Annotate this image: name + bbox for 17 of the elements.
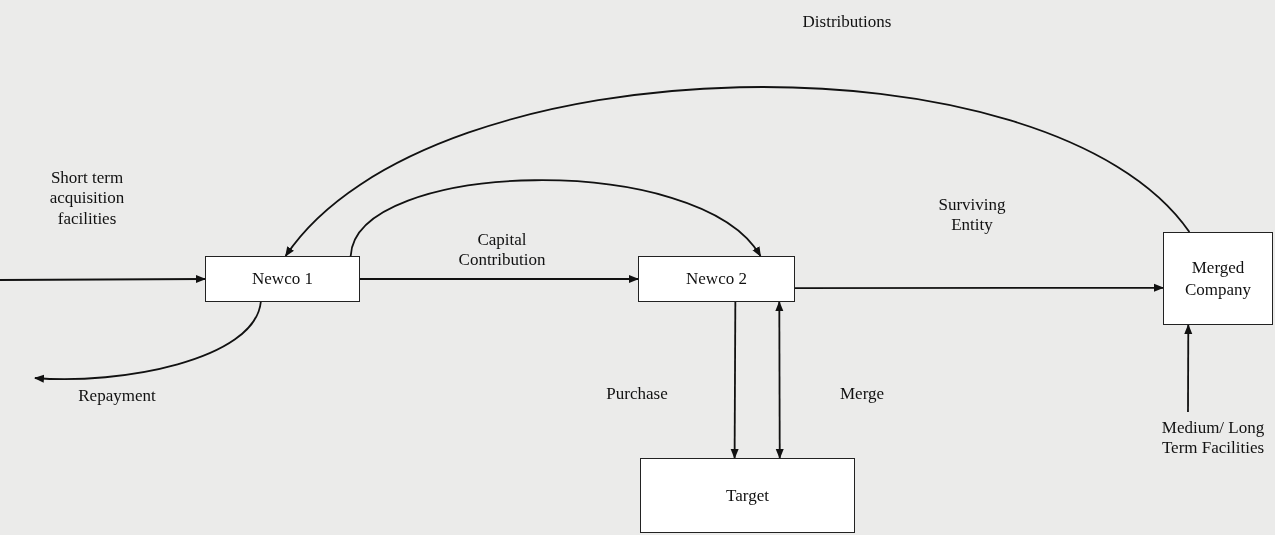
entity-name: Newco 2 xyxy=(686,268,747,290)
arrow xyxy=(775,301,784,459)
entity-box xyxy=(1163,232,1273,325)
arrow xyxy=(359,275,639,283)
entity-name: Target xyxy=(726,484,769,507)
entity-box xyxy=(638,256,795,302)
arrow xyxy=(0,275,206,284)
arrow xyxy=(794,283,1164,292)
arrow xyxy=(730,301,739,459)
entity-name: Newco 1 xyxy=(252,268,313,290)
arrow xyxy=(1184,324,1193,413)
arrow xyxy=(349,179,762,257)
entity-box xyxy=(205,256,360,302)
arrow xyxy=(284,86,1191,257)
arrow xyxy=(34,301,262,383)
entity-name: Merged Company xyxy=(1183,257,1253,300)
entity-box xyxy=(640,458,855,533)
